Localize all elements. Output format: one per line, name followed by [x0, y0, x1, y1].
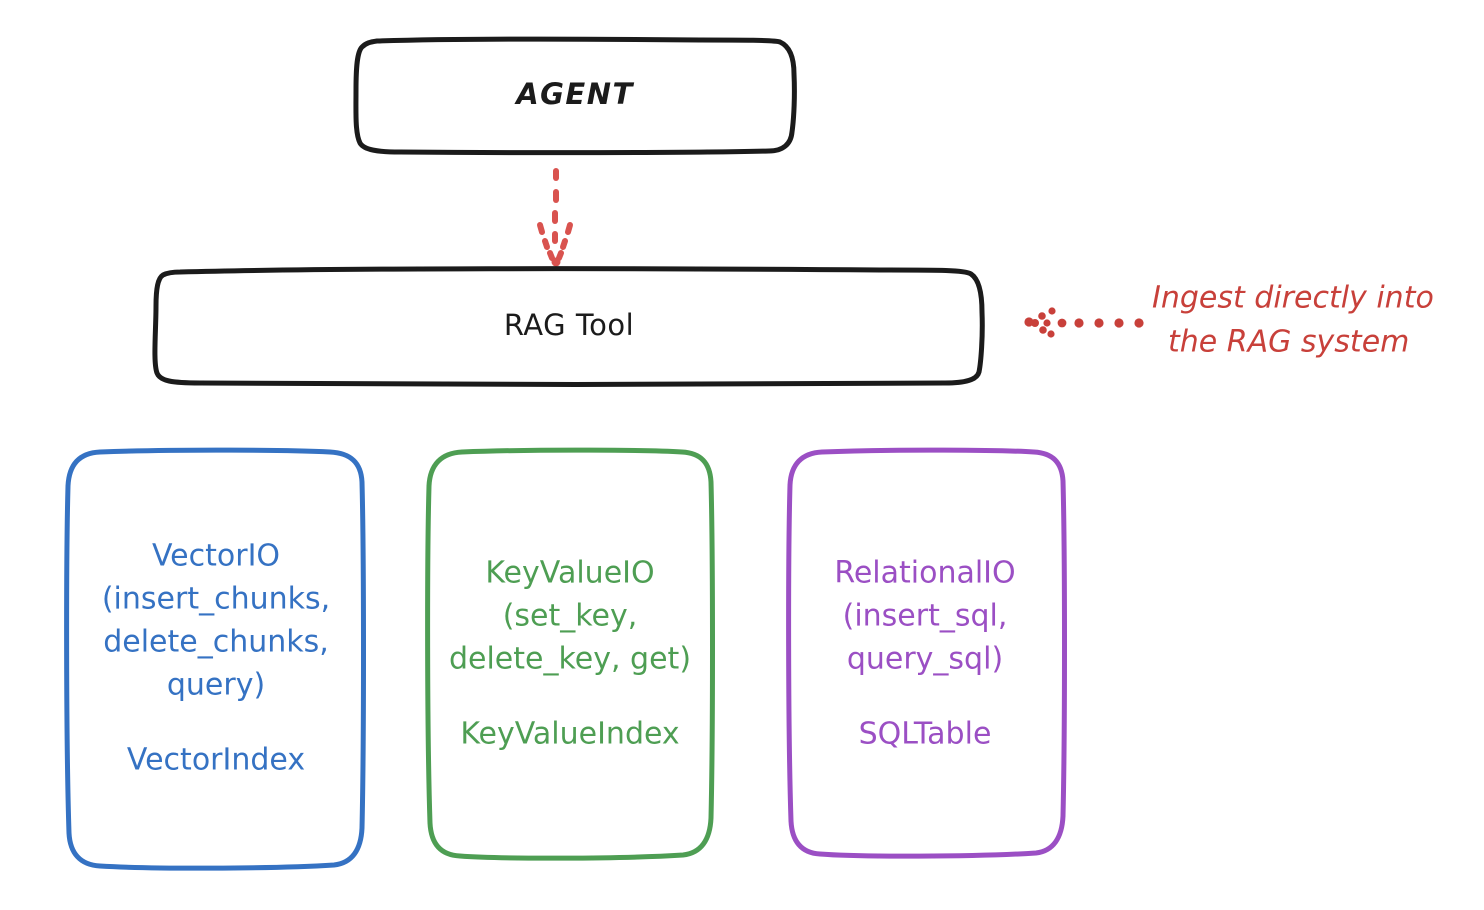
- arrowhead-left-icon: [1024, 307, 1056, 338]
- node-vector-io[interactable]: VectorIO (insert_chunks, delete_chunks, …: [64, 447, 366, 871]
- rag-tool-box-outline: [152, 266, 985, 387]
- key-value-io-line-1: KeyValueIO: [485, 556, 654, 591]
- rag-tool-label: RAG Tool: [504, 308, 634, 342]
- relational-io-line-2: (insert_sql,: [843, 599, 1008, 634]
- connector-agent-to-rag-tool: [537, 168, 573, 267]
- key-value-io-box-outline: [425, 447, 715, 861]
- relational-io-line-1: RelationalIO: [834, 556, 1015, 591]
- connector-ingest-arrow: [1024, 307, 1144, 338]
- vector-io-line-3: delete_chunks,: [103, 625, 329, 660]
- dotted-line-horizontal: [1057, 318, 1144, 328]
- sql-table-label: SQLTable: [859, 717, 992, 752]
- vector-io-line-4: query): [167, 668, 265, 703]
- annotation-line-1: Ingest directly into: [1152, 281, 1434, 316]
- node-rag-tool[interactable]: RAG Tool: [152, 266, 985, 387]
- annotation-line-2: the RAG system: [1168, 325, 1409, 360]
- arrowhead-down-icon: [537, 222, 573, 267]
- vector-io-line-1: VectorIO: [152, 539, 280, 574]
- relational-io-line-3: query_sql): [847, 642, 1003, 677]
- vector-io-box-outline: [64, 447, 366, 871]
- relational-io-box-outline: [786, 447, 1067, 859]
- annotation-ingest: Ingest directly into the RAG system: [1152, 281, 1434, 360]
- node-agent[interactable]: AGENT: [353, 36, 797, 156]
- agent-label: AGENT: [514, 77, 634, 111]
- key-value-io-line-3: delete_key, get): [449, 642, 691, 677]
- agent-box-outline: [353, 36, 797, 156]
- node-key-value-io[interactable]: KeyValueIO (set_key, delete_key, get) Ke…: [425, 447, 715, 861]
- key-value-io-line-2: (set_key,: [503, 599, 638, 634]
- node-relational-io[interactable]: RelationalIO (insert_sql, query_sql) SQL…: [786, 447, 1067, 859]
- key-value-index-label: KeyValueIndex: [460, 717, 679, 752]
- vector-index-label: VectorIndex: [127, 743, 305, 778]
- dotted-line-vertical: [552, 168, 559, 244]
- vector-io-line-2: (insert_chunks,: [102, 582, 330, 617]
